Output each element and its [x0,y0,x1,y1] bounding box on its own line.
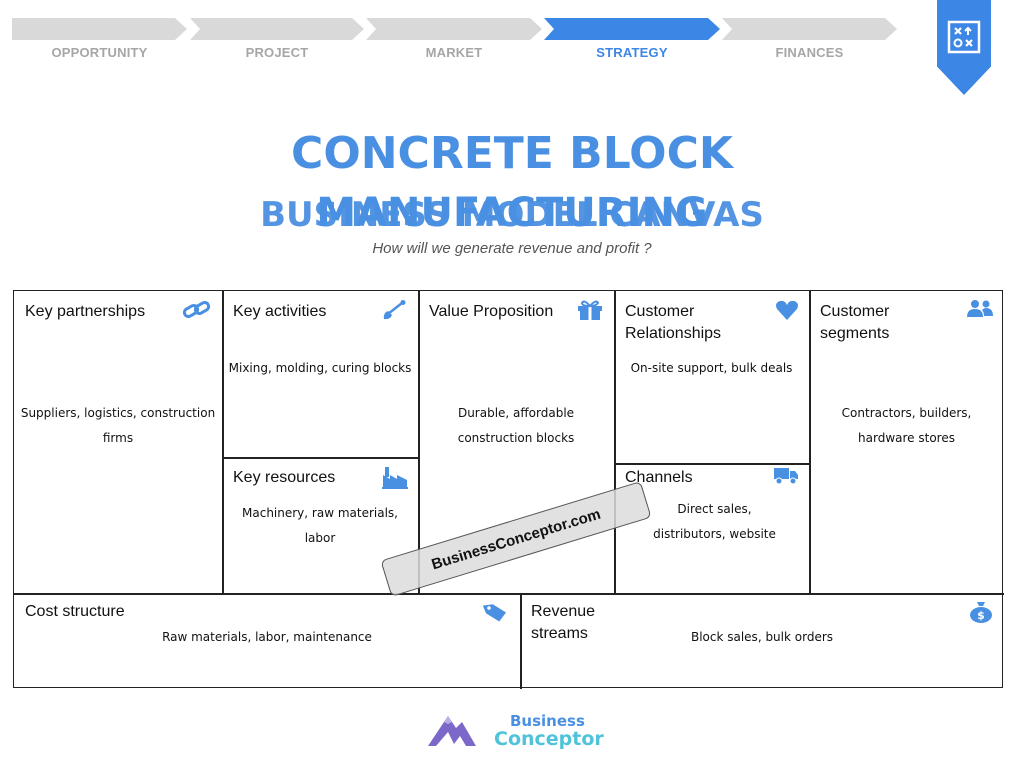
step-strategy[interactable]: STRATEGY [544,18,720,63]
customer-relationships-title: Customer Relationships [625,303,722,342]
key-partnerships-text: Suppliers, logistics, construction firms [20,406,216,445]
step-opportunity[interactable]: OPPORTUNITY [12,18,187,63]
channels-text: Direct sales, distributors, website [653,502,776,541]
customer-relationships-text: On-site support, bulk deals [630,361,793,375]
page-title: CONCRETE BLOCK [291,128,733,179]
page-title-canvas: BUSINESS MODEL CANVAS [260,195,764,235]
step-label: STRATEGY [596,45,668,60]
money-bag-icon: $ [970,602,992,623]
page-title-industry: MANUFACTURING [316,190,708,236]
step-label: OPPORTUNITY [51,45,148,60]
value-proposition-title: Value Proposition [429,303,554,320]
revenue-streams-cell[interactable]: Revenue streams $ Block sales, bulk orde… [520,593,1004,689]
cost-structure-cell[interactable]: Cost structure Raw materials, labor, mai… [14,593,520,689]
customer-relationships-cell[interactable]: Customer Relationships On-site support, … [614,291,809,463]
business-model-canvas: Key partnerships Suppliers, logistics, c… [13,290,1004,689]
mountain-logo-icon [428,716,476,746]
business-conceptor-logo: Business Conceptor [426,708,606,753]
cost-structure-text: Raw materials, labor, maintenance [162,630,372,644]
logo-text-conceptor: Conceptor [494,728,604,750]
key-activities-text: Mixing, molding, curing blocks [228,361,412,375]
step-label: MARKET [425,45,483,60]
key-activities-title: Key activities [233,303,327,320]
channels-cell[interactable]: Channels Direct sales, distributors, web… [614,463,809,593]
customer-segments-cell[interactable]: Customer segments Contractors, builders,… [809,291,1004,593]
step-label: FINANCES [775,45,844,60]
step-project[interactable]: PROJECT [190,18,364,63]
key-resources-cell[interactable]: Key resources Machinery, raw materials, … [222,457,418,593]
page-subtitle: How will we generate revenue and profit … [372,240,652,257]
strategy-board-icon [947,20,981,54]
value-proposition-cell[interactable]: Value Proposition Durable, affordable co… [418,291,614,593]
svg-text:$: $ [977,609,985,622]
factory-icon [382,467,408,489]
key-activities-cell[interactable]: Key activities Mixing, molding, curing b… [222,291,418,457]
step-finances[interactable]: FINANCES [722,18,897,63]
customer-segments-title: Customer segments [820,303,890,342]
shovel-icon [383,300,406,320]
key-partnerships-cell[interactable]: Key partnerships Suppliers, logistics, c… [14,291,222,593]
step-market[interactable]: MARKET [366,18,542,63]
key-partnerships-title: Key partnerships [25,303,146,320]
strategy-badge[interactable] [937,0,991,95]
logo-text-business: Business [510,712,585,730]
key-resources-text: Machinery, raw materials, labor [242,506,398,545]
heart-icon [776,300,798,320]
tag-icon [482,604,507,622]
revenue-streams-title: Revenue streams [531,603,596,642]
channels-title: Channels [625,469,693,486]
gift-icon [578,300,602,320]
value-proposition-text: Durable, affordable construction blocks [457,406,575,445]
progress-steps: OPPORTUNITY PROJECT MARKET STRATEGY FINA… [12,18,897,63]
key-resources-title: Key resources [233,469,336,486]
truck-icon [774,468,798,485]
cost-structure-title: Cost structure [25,603,125,620]
link-icon [182,301,211,318]
customer-segments-text: Contractors, builders, hardware stores [841,406,972,445]
users-icon [967,300,993,317]
revenue-streams-text: Block sales, bulk orders [690,630,834,644]
step-label: PROJECT [245,45,309,60]
